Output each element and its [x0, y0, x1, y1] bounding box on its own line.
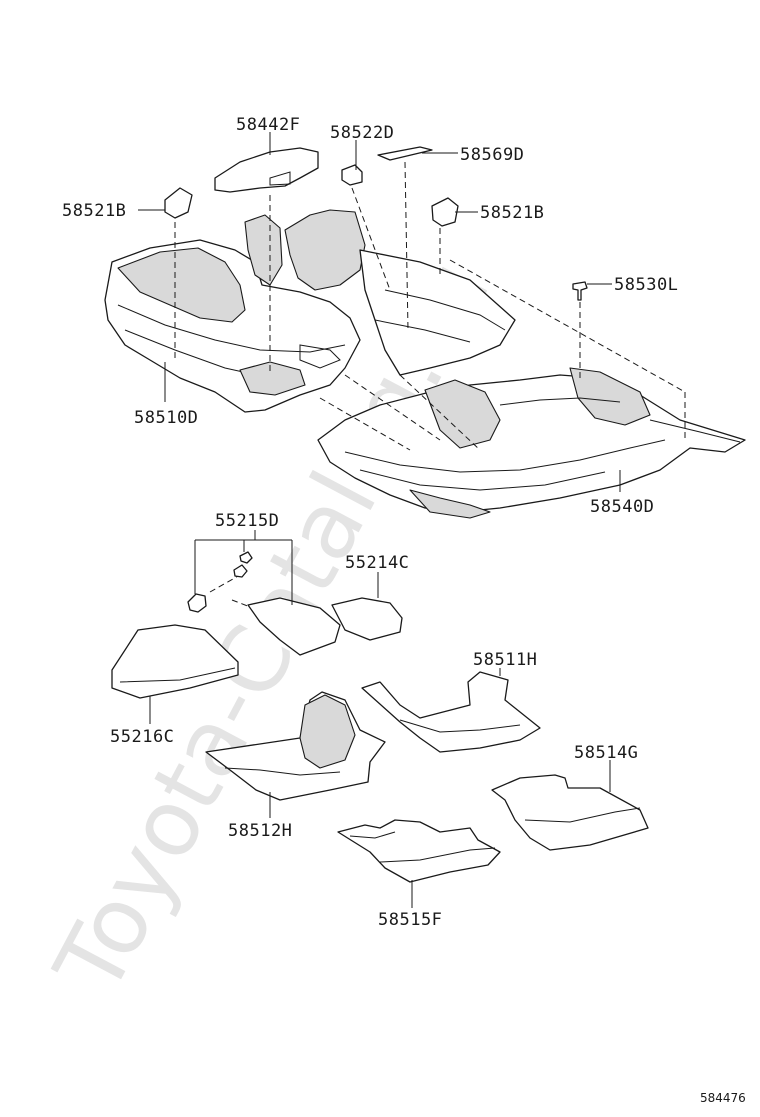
clip-58521B-left[interactable] [164, 187, 193, 219]
label-58511H[interactable]: 58511H [473, 650, 537, 670]
label-58512H[interactable]: 58512H [228, 821, 292, 841]
mat-58511H[interactable] [361, 671, 541, 753]
label-58510D[interactable]: 58510D [134, 408, 198, 428]
rear-floor-carpet[interactable] [317, 367, 746, 519]
label-58569D[interactable]: 58569D [460, 145, 524, 165]
mat-55214C[interactable] [247, 597, 403, 656]
clip-58530L[interactable] [572, 281, 588, 301]
figure-number: 584476 [700, 1091, 746, 1105]
label-58540D[interactable]: 58540D [590, 497, 654, 517]
label-58530L[interactable]: 58530L [614, 275, 678, 295]
label-55214C[interactable]: 55214C [345, 553, 409, 573]
mat-58512H[interactable] [205, 691, 386, 801]
cover-58569D[interactable] [377, 146, 433, 161]
bracket-58442F[interactable] [214, 147, 319, 193]
mat-55216C[interactable] [111, 624, 239, 699]
clip-58521B-right[interactable] [431, 197, 459, 227]
mat-58515F[interactable] [337, 819, 501, 883]
part-labels: 58442F 58522D 58569D 58521B 58521B 58530… [62, 115, 746, 1105]
assembly-lines [174, 161, 686, 611]
label-58522D[interactable]: 58522D [330, 123, 394, 143]
clip-55215D[interactable] [187, 551, 253, 613]
label-58514G[interactable]: 58514G [574, 743, 638, 763]
bracket-58522D[interactable] [341, 164, 363, 186]
label-58521B-left[interactable]: 58521B [62, 201, 126, 221]
label-58515F[interactable]: 58515F [378, 910, 442, 930]
label-55215D[interactable]: 55215D [215, 511, 279, 531]
leader-lines [138, 132, 621, 908]
mat-58514G[interactable] [491, 774, 649, 851]
label-55216C[interactable]: 55216C [110, 727, 174, 747]
label-58442F[interactable]: 58442F [236, 115, 300, 135]
label-58521B-right[interactable]: 58521B [480, 203, 544, 223]
